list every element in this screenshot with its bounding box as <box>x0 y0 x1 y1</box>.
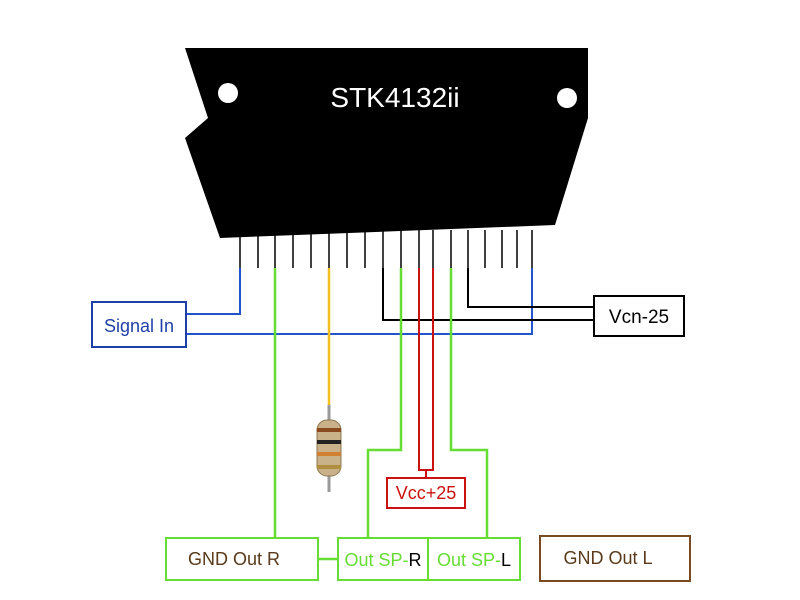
ic-chip-body <box>185 48 588 238</box>
vcc-wire-1 <box>418 268 427 478</box>
mounting-hole-right <box>557 88 577 108</box>
out-sp-l-label: Out SP-L <box>437 550 511 570</box>
signal-in-box <box>91 301 187 348</box>
out-sp-l-suffix: L <box>501 550 511 570</box>
out-sp-r-box <box>337 537 429 581</box>
resistor-icon <box>316 405 342 492</box>
gnd-out-l-label: GND Out L <box>563 548 652 568</box>
ic-pins <box>239 230 533 268</box>
signal-wire-bottom <box>186 268 533 335</box>
mounting-hole-left <box>218 83 238 103</box>
out-sp-l-wire <box>449 268 489 538</box>
out-sp-l-prefix: Out SP- <box>437 550 501 570</box>
out-sp-r-prefix: Out SP- <box>344 550 408 570</box>
ic-part-number: STK4132ii <box>330 82 459 113</box>
out-sp-r-wire <box>366 268 403 538</box>
out-sp-r-suffix: R <box>409 550 422 570</box>
vcn-box <box>593 295 685 337</box>
vcc-wire-2 <box>426 268 434 471</box>
gnd-out-l-box <box>539 535 691 582</box>
vcn-label: Vcn-25 <box>609 307 669 328</box>
gnd-out-r-label: GND Out R <box>188 549 280 569</box>
out-sp-r-label: Out SP-R <box>344 550 421 570</box>
gnd-out-r-box <box>165 537 319 581</box>
vcn-wire-1 <box>382 268 594 321</box>
signal-in-label: Signal In <box>104 316 174 336</box>
signal-wire-top <box>186 268 241 315</box>
out-sp-l-box <box>427 537 521 581</box>
vcc-label: Vcc+25 <box>396 483 457 503</box>
vcn-wire-2 <box>467 268 594 308</box>
vcc-box <box>386 477 466 509</box>
